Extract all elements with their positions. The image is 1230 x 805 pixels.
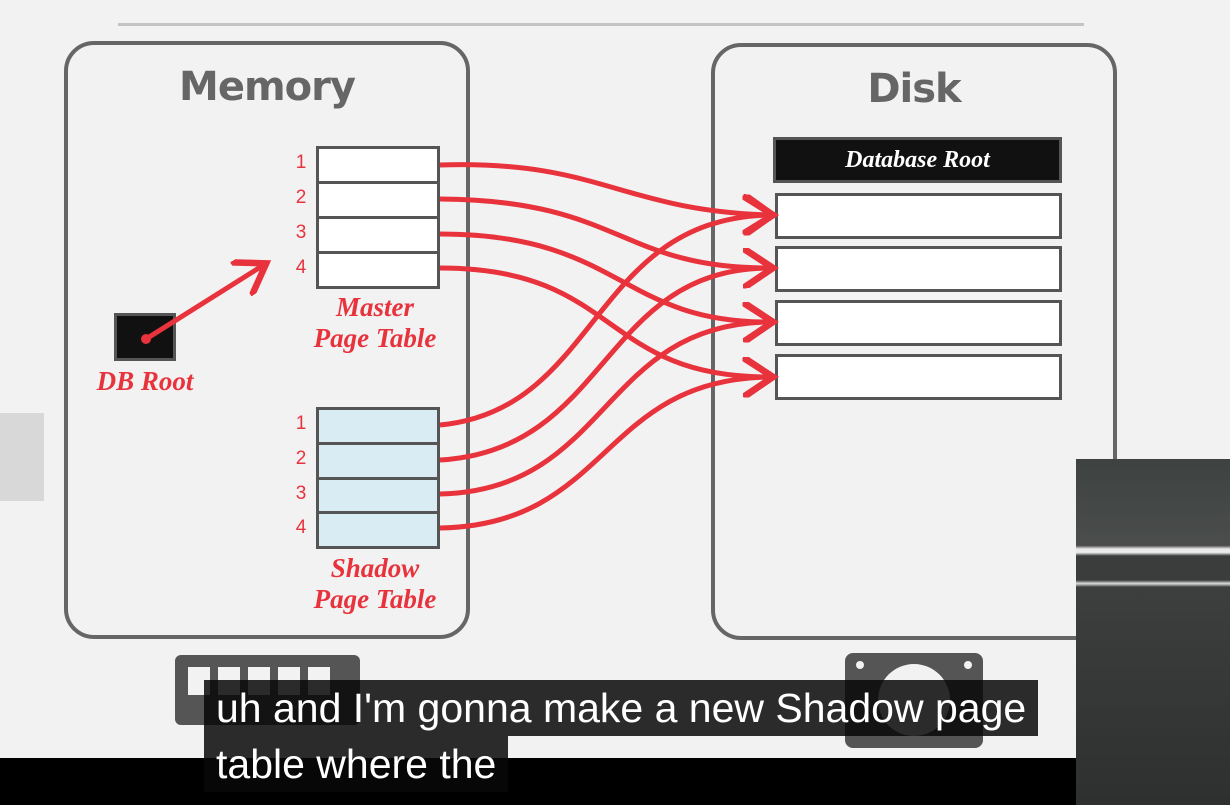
row-number: 1 <box>295 413 307 434</box>
shadow-arrow-3 <box>439 322 768 497</box>
master-arrow-4 <box>439 265 768 377</box>
disk-title: Disk <box>867 66 961 112</box>
master-arrow-3 <box>439 231 768 322</box>
master-row <box>316 146 440 184</box>
subtitle-line-1: uh and I'm gonna make a new Shadow page <box>204 680 1039 736</box>
video-letterbox <box>0 758 1230 805</box>
shadow-label-line: Shadow <box>330 553 420 583</box>
row-number: 1 <box>295 152 307 173</box>
disk-page <box>775 246 1062 292</box>
row-number: 2 <box>295 448 307 469</box>
shadow-label-line: Page Table <box>313 584 437 614</box>
disk-page <box>775 193 1062 239</box>
database-root: Database Root <box>773 137 1062 183</box>
row-number: 3 <box>295 483 307 504</box>
db-root-dot <box>141 334 151 344</box>
disk-box <box>711 43 1117 640</box>
memory-box <box>64 41 470 639</box>
db-root-label: DB Root <box>96 366 194 396</box>
master-arrow-1 <box>439 162 768 215</box>
row-number: 4 <box>295 257 307 278</box>
disk-page <box>775 300 1062 346</box>
row-number: 2 <box>295 187 307 208</box>
row-number: 3 <box>295 222 307 243</box>
row-number: 4 <box>295 517 307 538</box>
master-row <box>316 251 440 289</box>
db-root-arrow <box>144 266 262 342</box>
side-panel <box>0 413 44 501</box>
shadow-arrow-2 <box>439 268 768 463</box>
instructor-webcam <box>1076 459 1230 805</box>
subtitle-line-2: table where the <box>204 736 509 792</box>
slide-divider <box>118 23 1084 26</box>
master-label-line: Master <box>335 292 414 322</box>
shadow-arrow-4 <box>439 377 768 531</box>
master-label-line: Page Table <box>313 323 437 353</box>
master-arrow-2 <box>439 196 768 268</box>
shadow-row <box>316 511 440 549</box>
memory-title: Memory <box>179 64 356 110</box>
shadow-arrow-1 <box>439 215 768 428</box>
disk-page <box>775 354 1062 400</box>
